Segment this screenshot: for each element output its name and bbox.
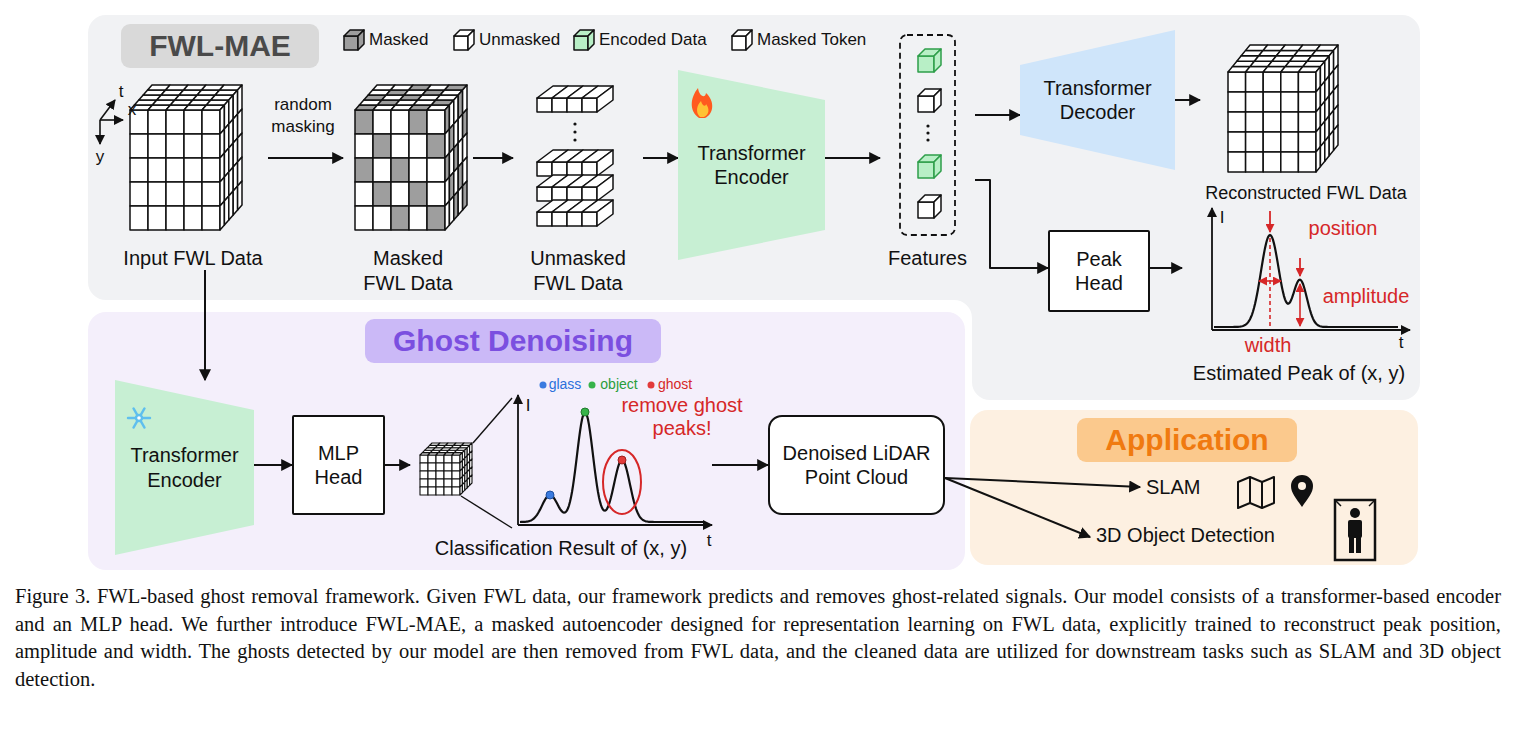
- illustration-group: [115, 380, 254, 555]
- node-illustration: [678, 70, 825, 260]
- panel-region: FWL-MAE Input FWL Data Masked FWL Data Unma…: [88, 15, 1420, 400]
- data-figure: Features: [880, 30, 975, 270]
- figure-label: t: [119, 82, 124, 102]
- axes-icon: [100, 100, 123, 144]
- figure-label: I: [526, 396, 531, 416]
- figure-label: I: [1220, 208, 1225, 228]
- illustration-group: [355, 85, 467, 230]
- figure-label: glass: [549, 376, 582, 392]
- node-label: Transformer Encoder: [122, 443, 247, 492]
- node-label: Transformer Decoder: [1035, 76, 1160, 125]
- network-block: Transformer Encoder: [115, 380, 254, 555]
- node-label: Peak Head: [1064, 247, 1134, 296]
- node-illustration: [880, 30, 975, 270]
- flow-arrow: [643, 157, 678, 159]
- panel-title: FWL-MAE: [121, 24, 319, 68]
- panel-region: Ghost DenoisingTransformer Encoder MLP He…: [88, 312, 965, 570]
- flow-arrow: [385, 464, 410, 466]
- flow-arrow: [204, 270, 206, 380]
- data-figure: Masked FWL Data: [343, 80, 473, 295]
- flow-arrow: [945, 478, 1090, 537]
- legend-swatch: [572, 27, 596, 53]
- node-label: Transformer Encoder: [689, 141, 814, 190]
- legend-swatch: [730, 27, 754, 53]
- node-label: Masked FWL Data: [358, 246, 458, 295]
- node-illustration: [1020, 30, 1175, 170]
- panel-title: Application: [1077, 418, 1296, 462]
- application-item: 3D Object Detection: [1090, 506, 1385, 564]
- legend-swatch: [342, 27, 366, 53]
- data-figure: Reconstructed FWL Data: [1200, 40, 1412, 205]
- figure-label: amplitude: [1323, 285, 1410, 308]
- node-illustration: [115, 380, 254, 555]
- panel-title: Ghost Denoising: [365, 319, 661, 363]
- node-label: 3D Object Detection: [1096, 523, 1275, 547]
- flow-arrow: [1150, 267, 1182, 269]
- panel-region: ApplicationSLAM 3D Object Detection: [970, 410, 1418, 565]
- illustration-group: [1238, 475, 1313, 508]
- application-panel: [970, 410, 1418, 565]
- node-label: Input FWL Data: [123, 246, 262, 270]
- flow-arrow: [975, 180, 1048, 268]
- node-label: MLP Head: [304, 441, 374, 490]
- figure-label: x: [128, 100, 137, 120]
- edge-label: random masking: [258, 94, 348, 138]
- node-label: Classification Result of (x, y): [435, 536, 687, 560]
- node-illustration: [1200, 40, 1412, 205]
- figure-label: ghost: [658, 376, 692, 392]
- figure-label: remove ghost peaks!: [612, 394, 752, 440]
- flow-arrow: [975, 114, 1020, 116]
- flow-arrow: [268, 157, 343, 159]
- legend-label: Encoded Data: [599, 30, 707, 51]
- legend-label: Masked: [369, 30, 429, 51]
- process-box: Peak Head: [1048, 230, 1150, 312]
- node-label: Denoised LiDAR Point Cloud: [777, 441, 937, 490]
- process-box: Denoised LiDAR Point Cloud: [768, 415, 945, 515]
- legend-item: Encoded Data: [572, 27, 707, 53]
- legend-swatch: [452, 27, 476, 53]
- illustration-group: [130, 85, 242, 230]
- flow-arrow: [1175, 99, 1200, 101]
- application-item: SLAM: [1140, 470, 1320, 505]
- figure-label: object: [600, 376, 637, 392]
- legend-label: Masked Token: [757, 30, 866, 51]
- node-label: Reconstructed FWL Data: [1205, 183, 1406, 205]
- node-label: Estimated Peak of (x, y): [1193, 361, 1405, 385]
- flow-arrow: [825, 157, 880, 159]
- flow-arrow: [254, 464, 292, 466]
- figure-label: t: [707, 531, 712, 551]
- flow-arrow: [473, 157, 513, 159]
- legend-label: Unmasked: [479, 30, 560, 51]
- legend-item: Masked: [342, 27, 429, 53]
- flow-arrow: [945, 478, 1140, 487]
- flow-arrow: [712, 464, 768, 466]
- illustration-group: [678, 70, 825, 260]
- node-label: Unmasked FWL Data: [528, 246, 628, 295]
- network-block: Transformer Encoder: [678, 70, 825, 260]
- denoise-panel: [88, 312, 965, 570]
- node-label: Features: [888, 246, 967, 270]
- figure-label: width: [1245, 334, 1292, 357]
- illustration-group: [900, 35, 955, 235]
- legend-item: Masked Token: [730, 27, 866, 53]
- data-figure: Input FWL Data: [118, 80, 268, 270]
- node-label: SLAM: [1146, 475, 1200, 499]
- illustration-group: [1020, 30, 1175, 170]
- process-box: MLP Head: [292, 415, 385, 515]
- illustration-group: [1212, 208, 1410, 330]
- figure-label: y: [96, 147, 105, 167]
- legend-item: Unmasked: [452, 27, 560, 53]
- figure-label: t: [1399, 333, 1404, 353]
- node-illustration: [118, 80, 268, 270]
- illustration-group: [1335, 500, 1375, 560]
- network-block: Transformer Decoder: [1020, 30, 1175, 170]
- data-figure: Unmasked FWL Data: [513, 80, 643, 295]
- illustration-group: [1228, 45, 1338, 172]
- figure-caption: Figure 3. FWL-based ghost removal framew…: [15, 583, 1501, 693]
- figure-label: position: [1309, 217, 1378, 240]
- illustration-group: [537, 86, 613, 226]
